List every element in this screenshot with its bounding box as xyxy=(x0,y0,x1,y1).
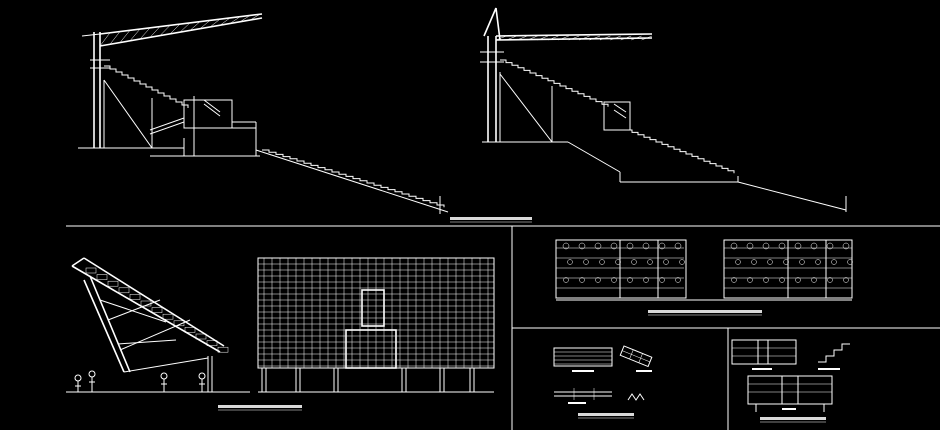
caption-details-left xyxy=(578,413,634,419)
detail-seat-sections xyxy=(553,345,653,404)
stadium-section-left xyxy=(78,13,449,214)
caption-details-right xyxy=(760,417,826,423)
caption-top xyxy=(450,217,532,223)
panel-divider-lines xyxy=(66,225,940,430)
caption-bottom-left xyxy=(218,405,302,411)
seating-plan-2 xyxy=(723,239,853,299)
detail-grandstand-section xyxy=(731,339,850,412)
caption-plans xyxy=(648,310,762,316)
seating-plan-1 xyxy=(555,239,687,299)
building-facade-elevation xyxy=(257,257,495,393)
stadium-section-right xyxy=(480,7,847,212)
cantilever-stand-elevation xyxy=(66,257,250,393)
